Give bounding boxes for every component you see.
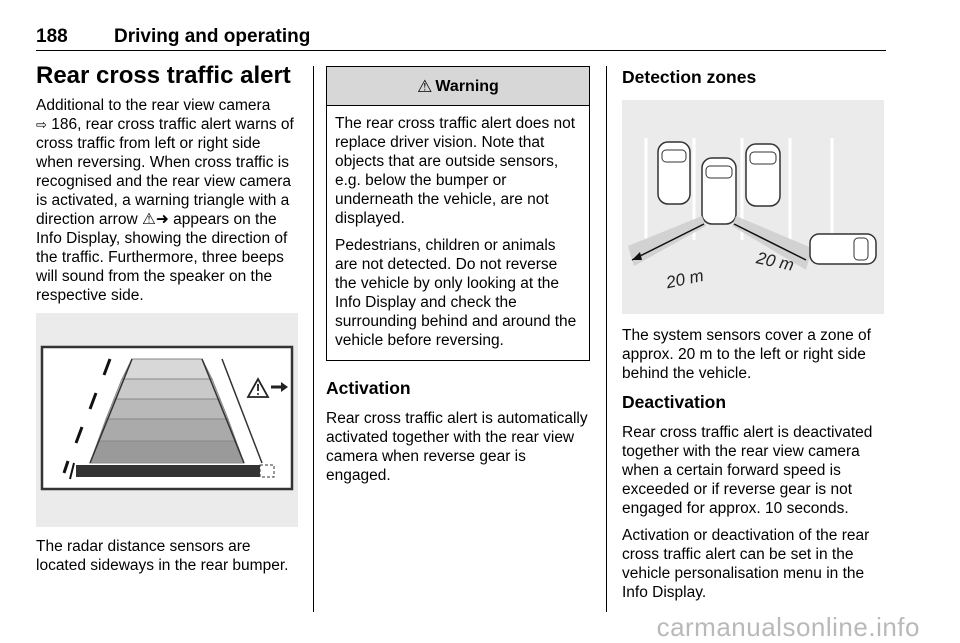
column-divider — [313, 66, 314, 612]
warning-paragraph: Pedestrians, children or animals are not… — [335, 237, 577, 349]
warning-box: ⚠ Warning The rear cross traffic alert d… — [326, 66, 590, 361]
intro-paragraph: Additional to the rear view camera ⇨ 186,… — [36, 96, 300, 305]
page-title: Rear cross traffic alert — [36, 62, 291, 89]
camera-display-illustration — [36, 313, 298, 527]
figure-caption: The radar distance sensors are located s… — [36, 538, 289, 574]
detection-paragraph: The system sensors cover a zone of appro… — [622, 327, 871, 382]
detection-heading: Detection zones — [622, 67, 757, 87]
detection-zone-illustration: 20 m 20 m — [622, 100, 884, 314]
intro-text: appears on the Info Display, showing the… — [36, 211, 288, 304]
warning-triangle-icon: ⚠ — [417, 76, 433, 96]
activation-heading: Activation — [326, 378, 411, 398]
column-divider — [606, 66, 607, 612]
column-middle: ⚠ Warning The rear cross traffic alert d… — [326, 66, 592, 493]
column-left: Rear cross traffic alert Additional to t… — [36, 62, 300, 583]
deactivation-paragraph: Activation or deactivation of the rear c… — [622, 527, 870, 601]
warning-title: Warning — [435, 77, 499, 95]
column-right: Detection zones 20 — [622, 66, 884, 610]
page-header: 188 Driving and operating — [36, 26, 886, 51]
deactivation-paragraph: Rear cross traffic alert is deactivated … — [622, 424, 873, 517]
activation-paragraph: Rear cross traffic alert is automaticall… — [326, 410, 588, 484]
warning-paragraph: The rear cross traffic alert does not re… — [335, 115, 576, 227]
warning-direction-icon: ⚠➜ — [141, 211, 169, 228]
section-title: Driving and operating — [114, 26, 311, 47]
zone-label-left: 20 m — [663, 266, 705, 293]
deactivation-heading: Deactivation — [622, 392, 727, 412]
warning-header: ⚠ Warning — [327, 67, 589, 106]
warning-body: The rear cross traffic alert does not re… — [327, 106, 589, 360]
watermark: carmanualsonline.info — [656, 612, 920, 642]
intro-text: Additional to the rear view camera — [36, 97, 271, 114]
page-ref-arrow-icon: ⇨ — [36, 117, 47, 132]
page-number: 188 — [36, 26, 68, 47]
intro-text: 186, rear cross traffic alert warns of c… — [36, 116, 294, 228]
